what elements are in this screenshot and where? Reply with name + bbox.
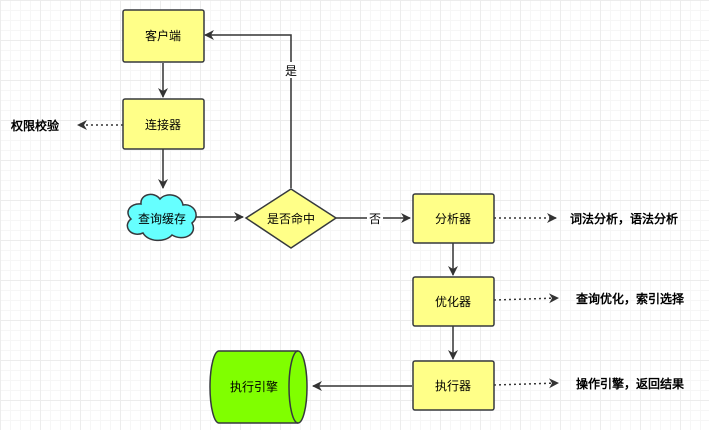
cache-hit-decision[interactable]: 是否命中 xyxy=(244,188,338,249)
edge-label-no: 否 xyxy=(369,212,381,226)
cache-hit-label: 是否命中 xyxy=(267,211,315,226)
client-label: 客户端 xyxy=(145,28,181,43)
optimizer-label: 优化器 xyxy=(435,295,471,309)
executor-label: 执行器 xyxy=(435,379,471,393)
optimizer-node[interactable]: 优化器 xyxy=(412,276,495,327)
executor-note: 操作引擎，返回结果 xyxy=(576,376,684,391)
query-cache-label: 查询缓存 xyxy=(138,212,186,226)
connector-label: 连接器 xyxy=(145,117,181,132)
edge-label-yes: 是 xyxy=(285,64,297,78)
client-node[interactable]: 客户端 xyxy=(122,9,205,63)
analyzer-label: 分析器 xyxy=(435,212,471,226)
connector-node[interactable]: 连接器 xyxy=(122,98,205,150)
query-cache-node[interactable]: 查询缓存 xyxy=(126,193,197,242)
storage-engine-label: 执行引擎 xyxy=(230,379,278,394)
executor-node[interactable]: 执行器 xyxy=(412,360,495,411)
edge-decision-yes-to-client xyxy=(204,30,292,188)
edge-executor-to-note xyxy=(493,378,559,389)
storage-engine-node[interactable]: 执行引擎 xyxy=(209,350,308,424)
analyzer-node[interactable]: 分析器 xyxy=(412,193,495,244)
optimizer-note: 查询优化，索引选择 xyxy=(575,291,685,306)
edge-optimizer-to-note xyxy=(493,293,559,304)
analyzer-note: 词法分析，语法分析 xyxy=(570,211,678,226)
permission-check-note: 权限校验 xyxy=(10,118,60,133)
